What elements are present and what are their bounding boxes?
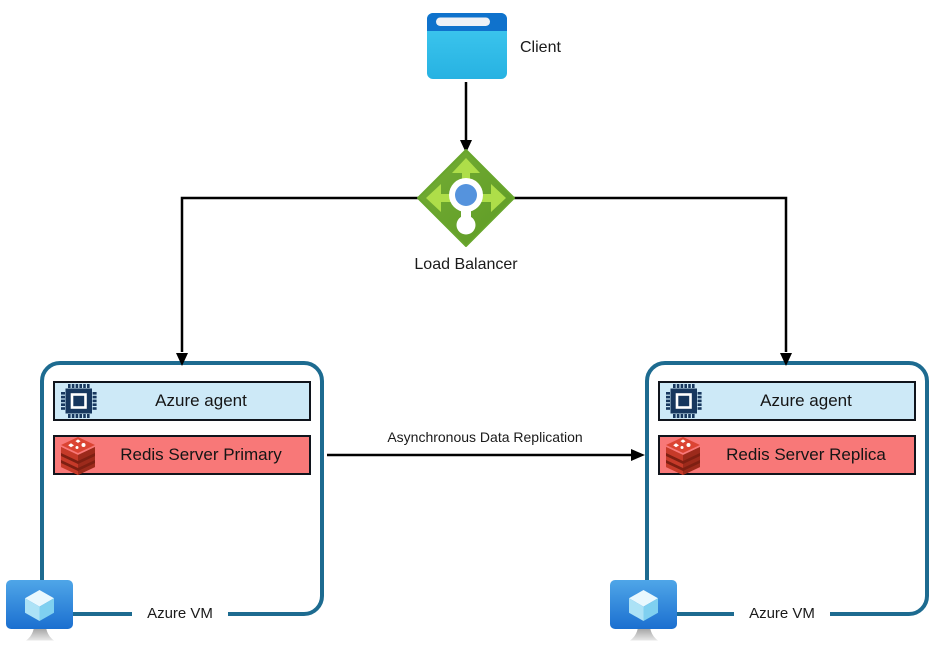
replication-label: Asynchronous Data Replication <box>387 429 583 445</box>
vm-box-primary: Azure agent Redis Server Primary <box>40 361 324 616</box>
redis-primary-bar: Redis Server Primary <box>53 435 311 475</box>
cpu-chip-icon <box>666 384 702 418</box>
azure-vm-label-primary: Azure VM <box>132 604 228 623</box>
redis-cube-icon <box>55 434 101 476</box>
load-balancer-diamond-icon <box>417 149 515 247</box>
cpu-chip-icon <box>55 384 101 418</box>
redis-primary-label: Redis Server Primary <box>120 445 282 464</box>
azure-agent-bar-primary: Azure agent <box>53 381 311 421</box>
azure-agent-label: Azure agent <box>760 391 852 410</box>
redis-cube-icon <box>660 434 706 476</box>
redis-replica-label: Redis Server Replica <box>726 445 886 464</box>
cpu-chip-icon <box>660 384 706 418</box>
arrowhead-right-replication <box>631 449 645 461</box>
browser-window-icon <box>427 13 507 79</box>
redis-replica-bar: Redis Server Replica <box>658 435 916 475</box>
redis-cube-icon <box>666 437 700 475</box>
azure-vm-label-replica: Azure VM <box>734 604 830 623</box>
load-balancer-label: Load Balancer <box>414 256 518 273</box>
redis-cube-icon <box>61 437 95 475</box>
azure-vm-monitor-icon <box>610 580 677 641</box>
vm-box-replica: Azure agent Redis Server Replica <box>645 361 929 616</box>
azure-vm-monitor-icon <box>6 580 73 641</box>
client-label: Client <box>520 39 561 56</box>
cpu-chip-icon <box>61 384 97 418</box>
azure-agent-bar-replica: Azure agent <box>658 381 916 421</box>
azure-agent-label: Azure agent <box>155 391 247 410</box>
